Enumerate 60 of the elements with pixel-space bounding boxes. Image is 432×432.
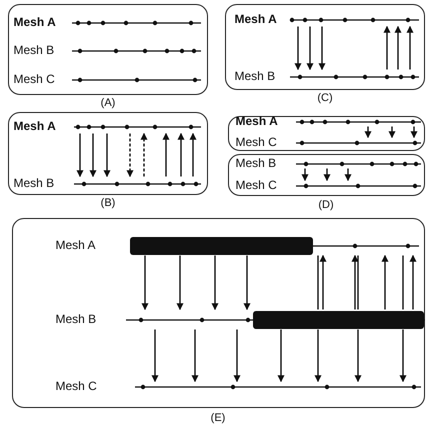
panel-frame xyxy=(8,112,208,195)
arrow xyxy=(410,126,418,138)
panel-caption: (C) xyxy=(317,92,333,104)
mesh-label: Mesh A xyxy=(14,16,56,29)
arrow xyxy=(352,254,358,310)
arrow xyxy=(320,254,326,310)
arrow xyxy=(294,26,302,70)
arrow xyxy=(388,126,396,138)
mesh-label: Mesh C xyxy=(14,73,55,86)
arrow xyxy=(364,126,372,138)
panel-caption: (B) xyxy=(100,197,116,209)
arrow xyxy=(178,132,184,176)
arrow xyxy=(278,330,284,382)
mesh-label: Mesh A xyxy=(234,13,277,26)
arrow xyxy=(176,256,184,310)
arrow xyxy=(212,256,218,310)
mesh-label: Mesh B xyxy=(14,44,54,57)
panel-frame xyxy=(8,4,208,95)
arrow xyxy=(162,132,170,176)
panel-caption: (D) xyxy=(318,199,334,211)
arrow xyxy=(354,330,362,382)
arrow xyxy=(192,330,198,382)
arrow xyxy=(142,256,148,310)
panel-frame xyxy=(228,154,425,196)
arrow xyxy=(90,134,96,178)
arrow xyxy=(382,254,388,310)
arrow xyxy=(140,132,148,176)
arrow xyxy=(394,26,402,70)
arrow xyxy=(302,168,308,182)
mesh-label: Mesh A xyxy=(56,239,96,252)
arrow xyxy=(126,134,134,178)
mesh-label: Mesh B xyxy=(56,313,96,326)
arrow xyxy=(234,330,240,382)
mesh-label: Mesh A xyxy=(236,115,278,128)
arrow xyxy=(406,26,414,70)
arrow xyxy=(76,134,84,178)
mesh-label: Mesh A xyxy=(14,120,56,133)
arrow xyxy=(318,26,326,70)
panel-caption: (E) xyxy=(210,412,226,424)
arrow xyxy=(190,132,196,176)
arrow xyxy=(314,330,322,382)
arrow xyxy=(104,134,110,178)
mesh-label: Mesh C xyxy=(236,179,277,192)
panel-frame xyxy=(12,218,425,408)
arrow xyxy=(244,256,250,310)
mesh-label: Mesh B xyxy=(236,157,276,170)
panel-frame xyxy=(228,116,425,151)
arrow xyxy=(410,254,416,310)
mesh-label: Mesh B xyxy=(14,177,54,190)
mesh-label: Mesh C xyxy=(236,136,277,149)
arrow xyxy=(400,330,406,382)
panel-frame xyxy=(225,4,425,90)
arrow xyxy=(344,168,352,182)
panel-caption: (A) xyxy=(100,97,116,109)
mesh-label: Mesh C xyxy=(56,380,97,393)
mesh-label: Mesh B xyxy=(234,70,276,83)
arrow xyxy=(152,330,158,382)
arrow xyxy=(384,26,390,70)
arrow xyxy=(324,168,330,182)
arrow xyxy=(306,26,314,70)
